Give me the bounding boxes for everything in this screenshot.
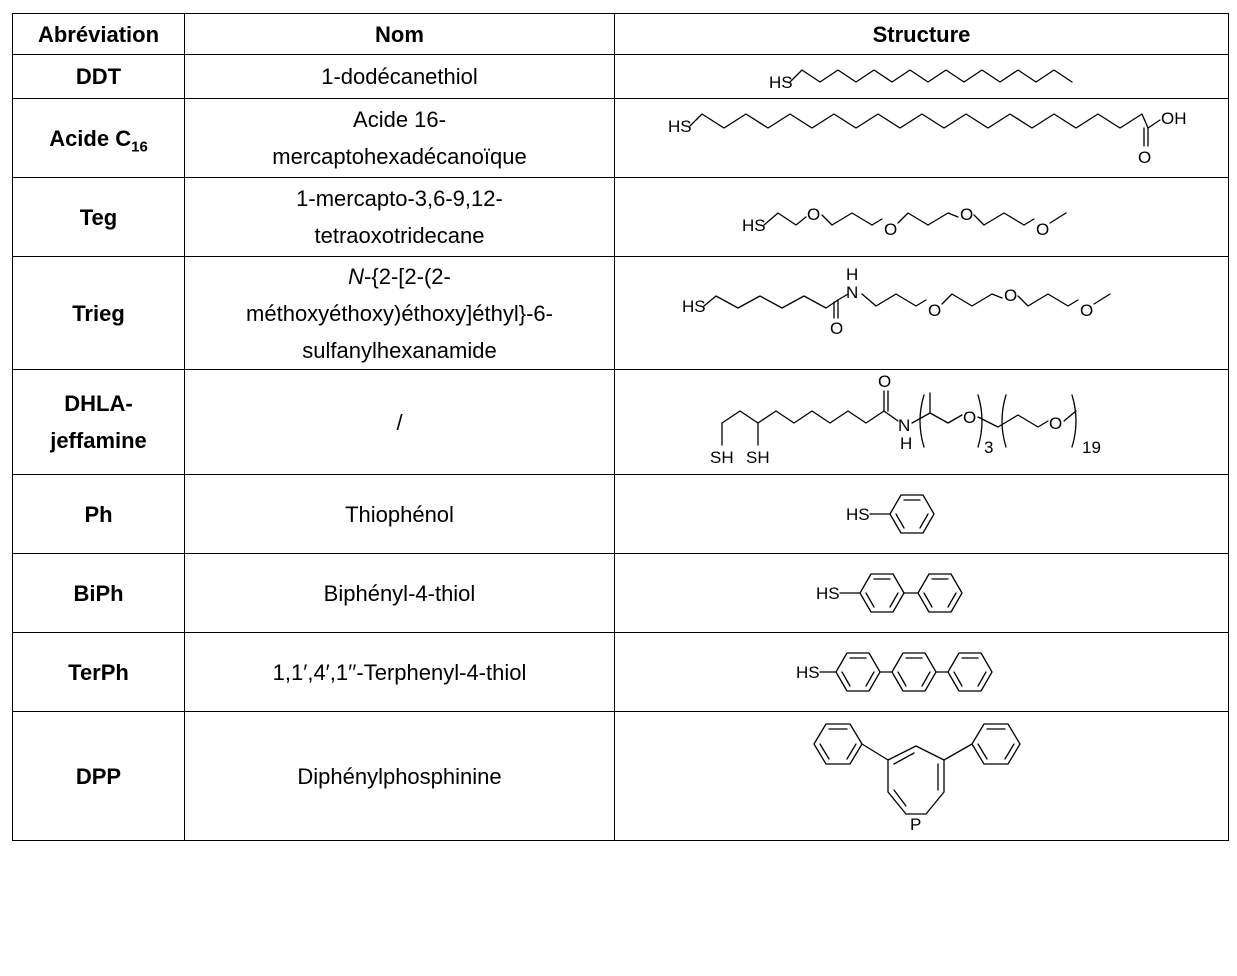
- structure-dpp: P: [812, 723, 1021, 834]
- name-cell: Thiophénol: [184, 474, 615, 554]
- structure-cell: HS: [614, 553, 1229, 633]
- name-cell: 1,1′,4′,1′′-Terphenyl-4-thiol: [184, 632, 615, 712]
- atom-label: O: [807, 205, 820, 224]
- atom-label: O: [878, 372, 891, 391]
- atom-label: O: [884, 220, 897, 239]
- atom-label: O: [1080, 301, 1093, 320]
- atom-label: HS: [682, 297, 706, 316]
- structure-cell: HS O O O O: [614, 177, 1229, 257]
- atom-label: 3: [984, 438, 993, 457]
- name-cell: Diphénylphosphinine: [184, 711, 615, 841]
- structure-trieg: HS O H N O O O: [682, 265, 1111, 338]
- structure-cell: HS OH O: [614, 98, 1229, 178]
- header-abbreviation: Abréviation: [12, 13, 185, 55]
- abbreviation-cell: Teg: [12, 177, 185, 257]
- header-structure: Structure: [614, 13, 1229, 55]
- table-row: Trieg N-{2-[2-(2-méthoxyéthoxy)éthoxy]ét…: [12, 256, 1229, 370]
- atom-label: O: [1138, 148, 1151, 167]
- abbreviation-cell: DPP: [12, 711, 185, 841]
- atom-label: OH: [1161, 109, 1187, 128]
- abbreviation-cell: DDT: [12, 54, 185, 99]
- structure-cell: SH SH O N H O 3: [614, 369, 1229, 475]
- atom-label: O: [963, 408, 976, 427]
- atom-label: O: [928, 301, 941, 320]
- abbreviation-cell: Trieg: [12, 256, 185, 370]
- atom-label: O: [1036, 220, 1049, 239]
- atom-label: HS: [816, 584, 840, 603]
- table-row: TerPh 1,1′,4′,1′′-Terphenyl-4-thiol HS: [12, 632, 1229, 712]
- abbreviation-cell: Acide C16: [12, 98, 185, 178]
- header-nom: Nom: [184, 13, 615, 55]
- atom-label: P: [910, 815, 921, 834]
- structure-biph: HS: [816, 573, 963, 613]
- name-cell: /: [184, 369, 615, 475]
- abbreviation-cell: BiPh: [12, 553, 185, 633]
- structure-ph: HS: [846, 494, 935, 534]
- abbreviation-cell: Ph: [12, 474, 185, 554]
- atom-label: HS: [742, 216, 766, 235]
- structure-cell: HS: [614, 474, 1229, 554]
- table-header-row: Abréviation Nom Structure: [12, 13, 1229, 55]
- abbreviation-cell: DHLA-jeffamine: [12, 369, 185, 475]
- atom-label: SH: [746, 448, 770, 467]
- table-row: Teg 1-mercapto-3,6-9,12-tetraoxotridecan…: [12, 177, 1229, 257]
- atom-label: H: [846, 265, 858, 284]
- name-cell: Biphényl-4-thiol: [184, 553, 615, 633]
- table-row: Acide C16 Acide 16-mercaptohexadécanoïqu…: [12, 98, 1229, 178]
- table-row: DPP Diphénylphosphinine: [12, 711, 1229, 841]
- ligand-table: Abréviation Nom Structure DDT 1-dodécane…: [12, 13, 1229, 841]
- name-cell: Acide 16-mercaptohexadécanoïque: [184, 98, 615, 178]
- atom-label: O: [1049, 414, 1062, 433]
- atom-label: HS: [668, 117, 692, 136]
- atom-label: O: [1004, 286, 1017, 305]
- atom-label: HS: [769, 73, 793, 92]
- table-row: DDT 1-dodécanethiol HS: [12, 54, 1229, 99]
- structure-dhla-jeffamine: SH SH O N H O 3: [710, 372, 1101, 467]
- structure-cell: HS: [614, 54, 1229, 99]
- structure-ddt: HS: [769, 68, 1073, 92]
- atom-label: N: [898, 416, 910, 435]
- table-row: Ph Thiophénol HS: [12, 474, 1229, 554]
- table-row: BiPh Biphényl-4-thiol HS: [12, 553, 1229, 633]
- atom-label: O: [830, 319, 843, 338]
- structure-cell: HS: [614, 632, 1229, 712]
- name-cell: N-{2-[2-(2-méthoxyéthoxy)éthoxy]éthyl}-6…: [184, 256, 615, 370]
- structure-cell: HS O H N O O O: [614, 256, 1229, 370]
- structure-terph: HS: [796, 652, 993, 692]
- structure-acide-c16: HS OH O: [668, 109, 1187, 167]
- atom-label: 19: [1082, 438, 1101, 457]
- name-cell: 1-dodécanethiol: [184, 54, 615, 99]
- structure-cell: P: [614, 711, 1229, 841]
- atom-label: HS: [846, 505, 870, 524]
- name-cell: 1-mercapto-3,6-9,12-tetraoxotridecane: [184, 177, 615, 257]
- atom-label: O: [960, 205, 973, 224]
- abbreviation-cell: TerPh: [12, 632, 185, 712]
- atom-label: SH: [710, 448, 734, 467]
- atom-label: N: [846, 283, 858, 302]
- structure-teg: HS O O O O: [742, 205, 1067, 239]
- atom-label: H: [900, 434, 912, 453]
- table-row: DHLA-jeffamine / SH SH O N: [12, 369, 1229, 475]
- atom-label: HS: [796, 663, 820, 682]
